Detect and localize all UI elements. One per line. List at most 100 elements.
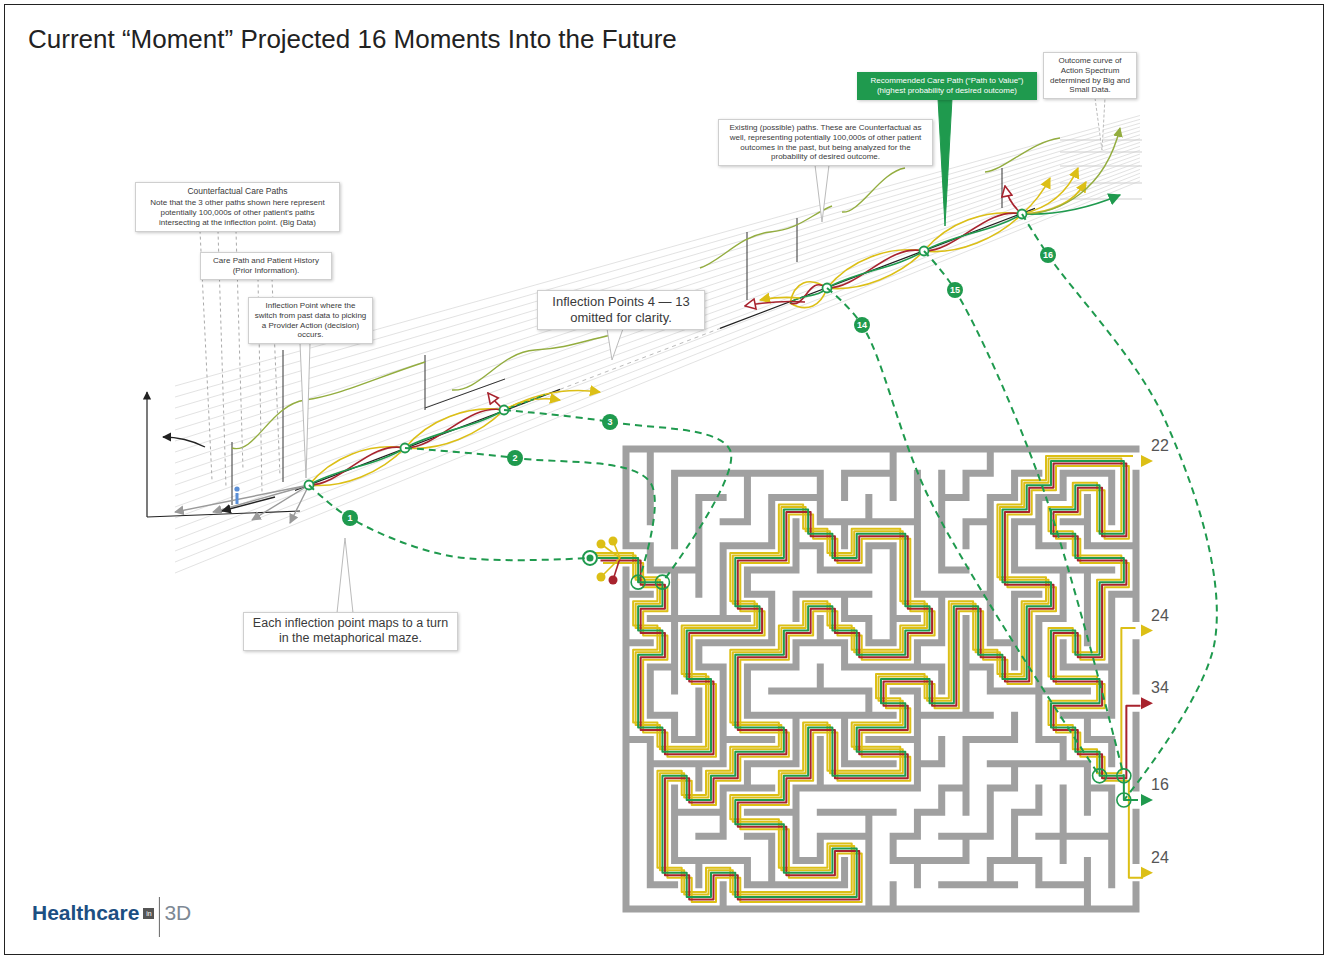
counterfactual-arrow	[175, 485, 309, 512]
counterfactual-arrow	[213, 485, 309, 512]
exit-arrow	[1141, 867, 1153, 879]
outcome-number: 34	[1150, 679, 1170, 697]
callout-text: Each inflection point maps to a turn in …	[249, 616, 452, 647]
callout-pointer	[938, 99, 952, 227]
mapping-curve	[1022, 214, 1217, 800]
callout-box: Counterfactual Care PathsNote that the 3…	[135, 182, 340, 232]
outcome-grid-line	[1060, 166, 1142, 167]
care-path-curve	[827, 251, 924, 288]
care-path-curve	[405, 410, 504, 448]
plane-edge	[283, 350, 284, 482]
mapping-curve	[405, 448, 655, 582]
time-axis-gap	[560, 328, 720, 389]
entrance-dot	[597, 540, 606, 549]
care-path-curve	[309, 447, 405, 485]
callout-number: 1	[342, 510, 358, 526]
outcome-number: 24	[1150, 607, 1170, 625]
perspective-line	[175, 127, 1140, 419]
callout-pointer	[300, 343, 310, 478]
exit-arrow	[1141, 455, 1153, 467]
action-arrow	[504, 390, 600, 410]
mapping-curve	[827, 288, 1100, 776]
exit-arrow	[1141, 625, 1153, 637]
title: Current “Moment” Projected 16 Moments In…	[28, 24, 677, 55]
callout-pointer	[337, 538, 353, 613]
callout-box: Outcome curve of Action Spectrum determi…	[1043, 52, 1137, 99]
care-path-curve	[924, 213, 1022, 251]
plane-edge	[232, 442, 233, 505]
callout-number: 16	[1040, 247, 1056, 263]
maze-route	[598, 461, 1138, 897]
callout-text: Inflection Point where the switch from p…	[254, 301, 367, 340]
entrance-dot	[609, 576, 618, 585]
callout-number: 14	[854, 317, 870, 333]
callout-box: Inflection Points 4 — 13 omitted for cla…	[537, 290, 705, 330]
plane-edge	[425, 379, 505, 408]
care-path-curve	[924, 214, 1022, 251]
outcome-number: 22	[1150, 437, 1170, 455]
perspective-line	[175, 135, 1140, 441]
care-path-curve	[827, 251, 924, 289]
callout-pointer	[607, 329, 623, 360]
logo-text: 3D	[164, 900, 191, 926]
outcome-number: 24	[1150, 849, 1170, 867]
mapping-curve	[309, 485, 590, 560]
perspective-line	[175, 181, 1140, 573]
mapping-curve	[504, 410, 731, 582]
action-arrow	[504, 395, 545, 410]
patient-figure	[234, 486, 239, 491]
maze-turn	[1117, 769, 1131, 783]
y-axis	[146, 392, 147, 517]
care-path-curve	[924, 214, 1022, 252]
callout-box: Inflection Point where the switch from p…	[248, 297, 373, 344]
perspective-line	[175, 177, 1140, 562]
care-path-curve	[924, 213, 1022, 251]
callout-box: Care Path and Patient History (Prior Inf…	[200, 252, 332, 280]
outcome-curve	[1022, 128, 1120, 214]
maze-turn	[655, 575, 669, 589]
pointer-layer	[200, 98, 1105, 613]
perspective-line	[175, 116, 1140, 387]
care-path-curve	[827, 250, 924, 288]
logo-icon: in	[143, 908, 154, 919]
callout-text: Care Path and Patient History (Prior Inf…	[206, 256, 326, 276]
callout-box: Recommended Care Path (“Path to Value”) …	[857, 72, 1037, 100]
callout-text: Note that the 3 other paths shown here r…	[141, 198, 334, 227]
mapping-curve	[924, 251, 1124, 776]
history-curve	[985, 138, 1060, 172]
exit-arrow	[1141, 697, 1153, 709]
curved-arrow	[163, 437, 205, 447]
current-arrow	[222, 497, 275, 511]
history-curve	[452, 335, 612, 390]
action-arrow	[1022, 178, 1050, 214]
callout-box: Each inflection point maps to a turn in …	[243, 612, 458, 651]
entrance-dot	[609, 537, 618, 546]
maze-turn	[1093, 769, 1107, 783]
plane-edge	[425, 355, 426, 410]
maze-route	[603, 466, 1143, 902]
time-axis	[720, 208, 1035, 328]
callout-text: Inflection Points 4 — 13 omitted for cla…	[543, 294, 699, 326]
perspective-line	[175, 119, 1140, 397]
callout-number: 2	[507, 450, 523, 466]
action-arrow	[1022, 168, 1078, 214]
maze-turn	[1117, 793, 1131, 807]
callout-pointer	[815, 165, 829, 222]
history-curve	[700, 206, 832, 268]
counterfactual-arrow	[290, 485, 309, 523]
x-axis	[147, 511, 300, 517]
care-path-curve	[405, 409, 504, 448]
care-path-curve	[790, 288, 827, 303]
outcome-grid-line	[1060, 183, 1142, 184]
perspective-line	[175, 131, 1140, 430]
care-path-curve	[309, 448, 405, 485]
care-path-curve	[405, 409, 504, 448]
patient-figure	[236, 493, 239, 504]
page-frame	[5, 5, 1324, 955]
recommended-arrow	[1022, 195, 1120, 214]
perspective-line	[175, 123, 1140, 408]
logo-text: Healthcare	[32, 900, 139, 926]
callout-number: 3	[602, 414, 618, 430]
callout-text: Outcome curve of Action Spectrum determi…	[1049, 56, 1131, 95]
